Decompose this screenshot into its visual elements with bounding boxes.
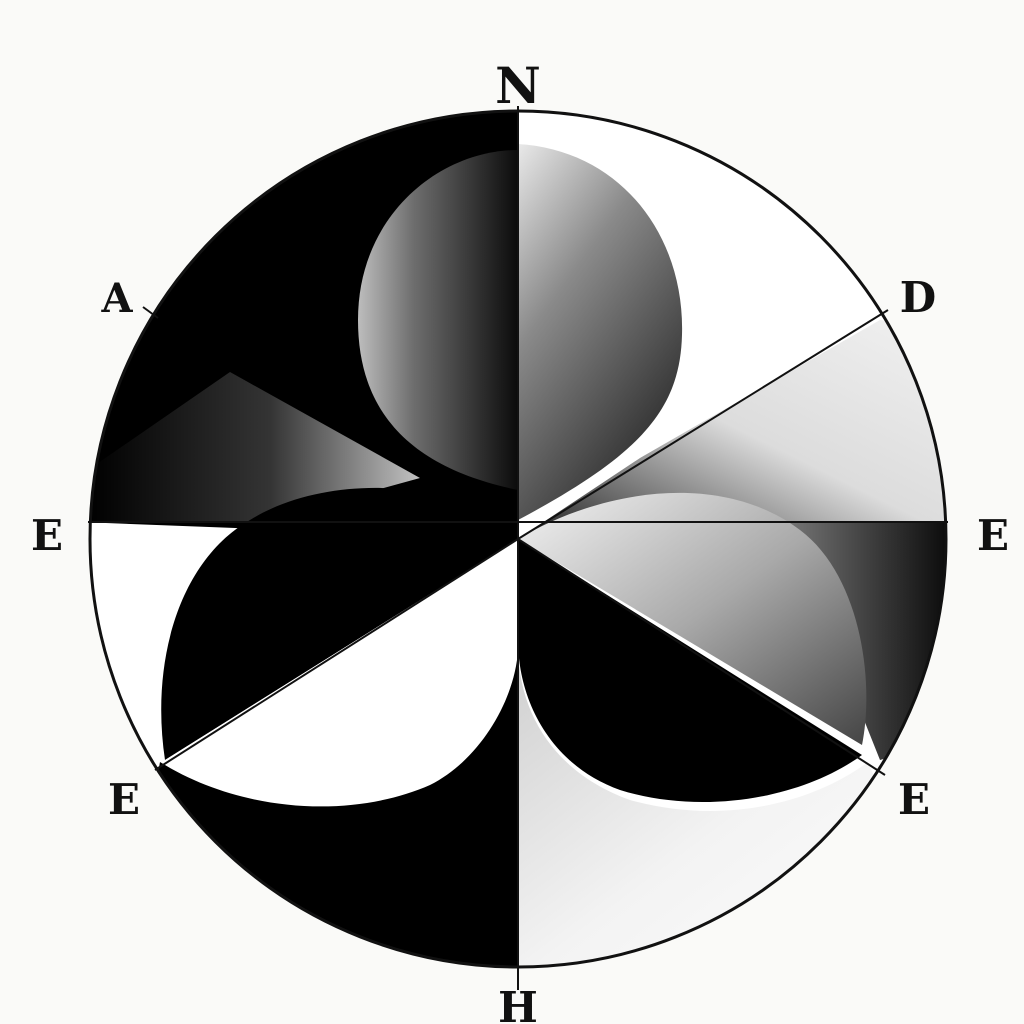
top-bubble-right xyxy=(518,144,683,520)
right-lobe-upper xyxy=(518,492,867,745)
right-lobe-lower xyxy=(518,539,862,803)
division-lines xyxy=(88,106,948,990)
lower-left-light-sector xyxy=(165,539,518,803)
label-bottom: H xyxy=(498,983,538,1024)
label-upper-left: A xyxy=(100,275,133,322)
diagonal-line-lower-right xyxy=(517,538,886,776)
label-left: E xyxy=(31,511,63,560)
label-lower-left: E xyxy=(108,775,140,824)
diagonal-line-lower-left xyxy=(154,538,519,771)
label-top: N xyxy=(495,56,541,115)
label-right: E xyxy=(977,511,1009,560)
outer-circle xyxy=(88,109,948,969)
label-upper-right: D xyxy=(900,273,936,322)
left-shaded-wedge xyxy=(90,372,420,522)
label-lower-right: E xyxy=(898,775,930,824)
diagonal-line-d xyxy=(517,309,889,540)
tick-a xyxy=(142,306,159,319)
right-shaded-wedge xyxy=(518,320,946,539)
top-bubble-left xyxy=(358,150,518,490)
left-lobe xyxy=(161,487,518,760)
